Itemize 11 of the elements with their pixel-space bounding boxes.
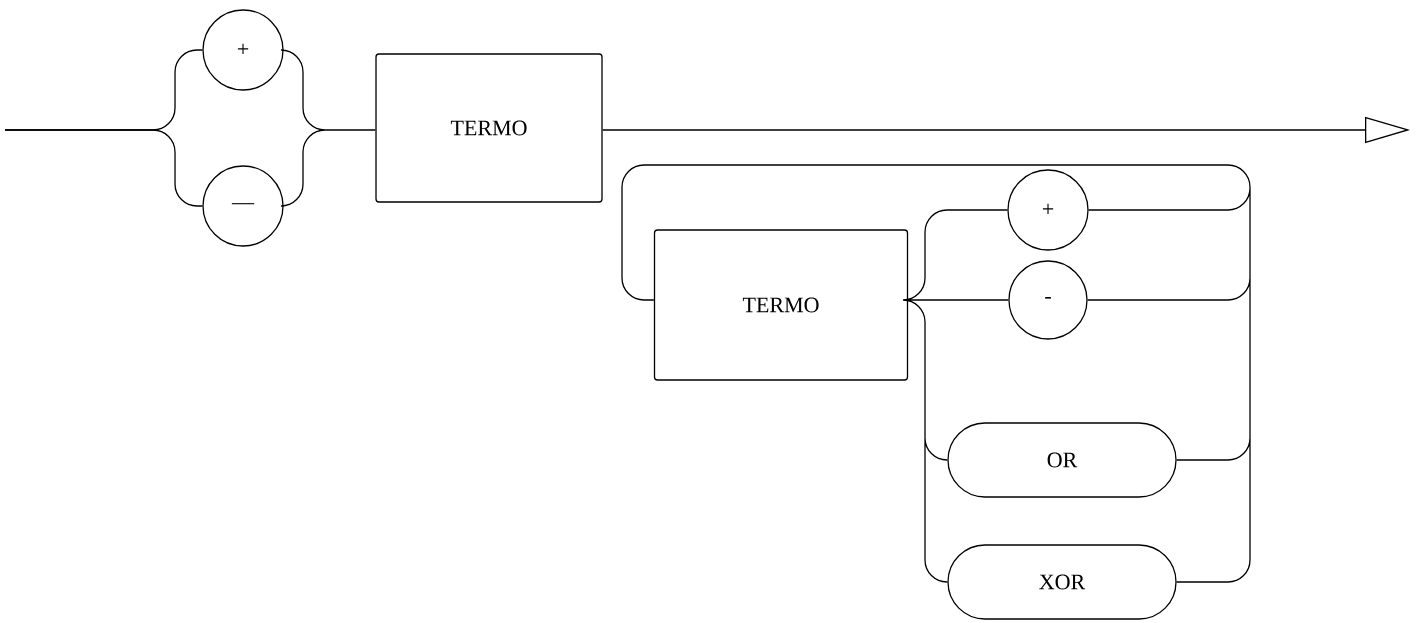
rounded-node: XOR (947, 544, 1177, 620)
circle-node: + (202, 9, 284, 91)
circle-node: - (1008, 260, 1088, 340)
connector-line (621, 164, 1251, 583)
rounded-node: OR (947, 422, 1177, 498)
circle-node: + (1007, 169, 1089, 251)
connector-line (4, 129, 203, 207)
connector-line (280, 49, 376, 207)
process-box: TERMO (653, 229, 909, 381)
circle-node: — (202, 165, 284, 247)
process-box: TERMO (375, 53, 603, 203)
